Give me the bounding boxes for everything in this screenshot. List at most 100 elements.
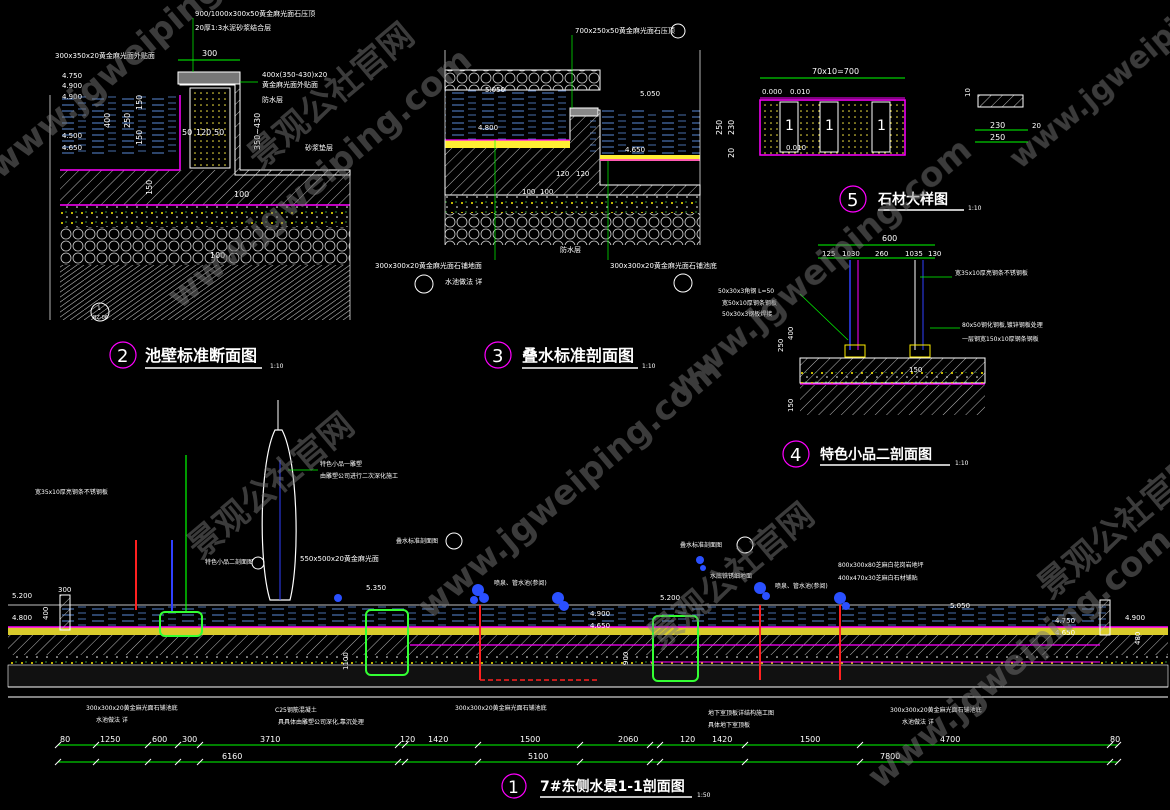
detail1-level-2: 5.350 [366,584,386,592]
detail3-title: 叠水标准剖面图 [522,346,634,365]
dimension-tick [401,758,409,766]
detail1-level-7: 4.750 [1055,617,1075,625]
detail3-note-2: 300x300x20黄金麻光面石铺池底 [610,261,717,270]
detail2-note-5: 防水层 [262,95,283,104]
detail4-note-4: 80x50钢化钢板,镀锌钢板处理 [962,321,1043,329]
detail4-dim-0: 250 [777,339,785,352]
detail3-dim-3: 100 [540,188,553,196]
detail1-dim-row1-label: 600 [152,735,167,744]
detail4-dim-3: 150 [909,366,922,374]
detail2-level-0: 4.750 [62,72,82,80]
svg-text:1: 1 [97,305,101,312]
dimension-tick [144,758,152,766]
detail2-dim-2: 150 [135,130,144,145]
dimension-tick [401,741,409,749]
detail-4-feature-section: 600 125 1030 260 1035 130 150 250 400 15… [718,234,1043,468]
detail4-sub-dim-3: 1035 [905,250,923,258]
detail1-callout-1: 宽35x10厚亮钢条不锈钢板 [35,488,108,496]
detail2-dim-5: 50 [182,128,192,137]
svg-text:1: 1 [825,118,834,134]
detail1-dim-row1-label: 1500 [520,735,540,744]
detail3-number: 3 [492,346,503,367]
dimension-tick [92,758,100,766]
dimension-tick [656,758,664,766]
detail2-note-3: 400x(350-430)x20 [262,71,327,79]
detail5-top-dim: 70x10=700 [812,67,859,76]
detail2-dim-9: 150 [145,180,154,195]
detail1-left-dim-1: 400 [42,607,50,620]
detail1-callout-7: 叠水标准剖面图 [680,541,722,549]
detail1-callout-15: 水池做法 详 [96,716,128,724]
detail1-callout-9: 喷泉、管水池(参阅) [775,582,828,590]
detail-3-cascade-section: 700x250x50黄金麻光面石压顶 5.050 5.050 4.800 4.6… [375,23,717,370]
detail4-note-1: 50x30x3角钢 L=50 [718,287,774,295]
detail1-number: 1 [508,778,519,798]
detail1-dim-row2-label: 6160 [222,752,242,761]
detail2-scale: 1:10 [270,363,284,370]
dimension-tick [576,758,584,766]
watermark-site-6: www.jgweiping.com [1003,0,1170,176]
detail5-dim-2: 20 [727,148,736,158]
dimension-tick [54,758,62,766]
detail1-dim-row1-label: 1420 [428,735,448,744]
detail1-callout-3: 由雕塑公司进行二次深化施工 [320,472,398,480]
detail5-title: 石材大样图 [877,191,948,208]
detail1-callout-4: 550x500x20黄金麻光面 [300,554,379,563]
detail2-level-3: 4.500 [62,132,82,140]
detail4-sub-dim-1: 1030 [842,250,860,258]
dimension-tick [646,741,654,749]
dimension-tick [1106,758,1114,766]
detail2-level-1: 4.900 [62,82,82,90]
detail5-dim-6: 20 [1032,122,1041,130]
detail1-level-4: 4.650 [590,622,610,630]
detail3-level-2: 4.800 [478,124,498,132]
detail4-scale: 1:10 [955,460,969,467]
detail1-dim-row1-label: 1250 [100,735,120,744]
dimension-tick [394,758,402,766]
detail1-level-9: 4.900 [1125,614,1145,622]
detail4-dim-1: 400 [787,327,795,340]
detail5-level-2: 0.010 [786,144,806,152]
detail1-left-dim-3: 900 [622,652,630,665]
detail1-left-dim-0: 300 [58,586,71,594]
detail2-note-1: 20厚1:3水泥砂浆结合层 [195,23,271,32]
detail5-level-1: 0.010 [790,88,810,96]
dimension-tick [474,758,482,766]
detail3-note-0: 700x250x50黄金麻光面石压顶 [575,26,675,35]
detail4-note-0: 宽35x10厚亮钢条不锈钢板 [955,269,1028,277]
detail1-dim-row2-label: 7800 [880,752,900,761]
detail3-dim-2: 100 [522,188,535,196]
detail5-level-0: 0.000 [762,88,782,96]
detail1-title: 7#东侧水景1-1剖面图 [540,778,685,795]
detail5-scale: 1:10 [968,205,982,212]
detail4-title: 特色小品二剖面图 [820,446,932,463]
detail1-dim-row1-label: 120 [680,735,695,744]
detail1-left-dim-2: 1100 [342,652,350,670]
detail1-dim-row1-label: 4700 [940,735,960,744]
detail2-dim-0: 300 [202,49,217,58]
detail2-title: 池壁标准断面图 [145,346,257,365]
detail2-dim-1: 150 [135,95,144,110]
detail3-note-4: 防水层 [560,245,581,254]
detail1-callout-2: 特色小品一雕塑 [320,460,362,468]
detail2-note-6: 砂浆垫层 [305,143,333,152]
detail1-callout-8: 水底铁锈细地面 [710,572,752,580]
detail1-callout-10: 800x300x80芝麻白花岗岩地坪 [838,561,924,569]
detail1-left-dim-4: 480 [1134,632,1142,645]
detail1-dim-row2-label: 5100 [528,752,548,761]
detail1-dim-row1-label: 300 [182,735,197,744]
svg-text:1: 1 [877,118,886,134]
detail1-level-5: 5.200 [660,594,680,602]
detail5-number: 5 [847,190,858,211]
detail3-level-3: 4.650 [625,146,645,154]
detail1-callout-13: 具具体由雕塑公司深化,靠沉处理 [278,718,364,726]
dimension-tick [856,741,864,749]
detail2-level-4: 4.650 [62,144,82,152]
detail2-level-2: 4.900 [62,93,82,101]
detail1-callout-20: 水池做法 详 [902,718,934,726]
detail5-dim-0: 250 [715,120,724,135]
detail2-dim-4: 400 [103,113,112,128]
